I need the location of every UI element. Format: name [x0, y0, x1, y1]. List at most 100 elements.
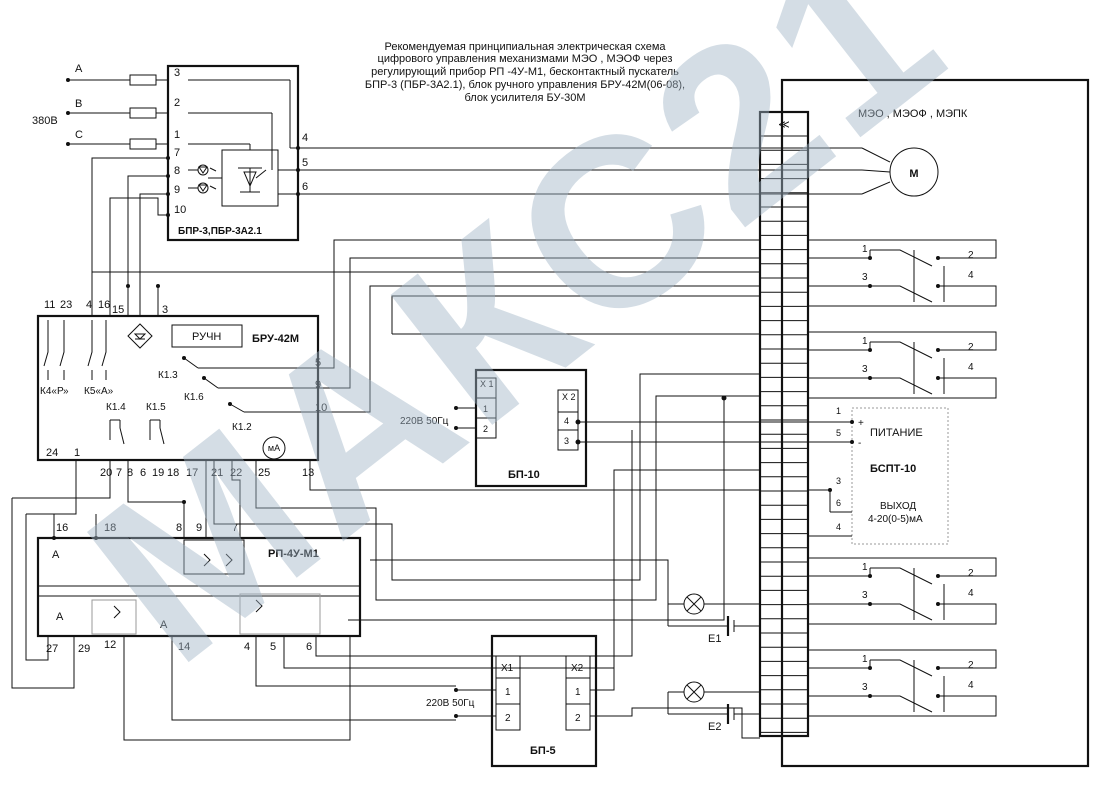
bru-pin-13: 13	[302, 467, 314, 479]
rp-channel-a-1: A	[52, 549, 60, 561]
rp-pin-7: 7	[232, 522, 238, 534]
bru-pin-right-5: 5	[315, 357, 321, 369]
bp10-x2-pin-3: 3	[564, 436, 569, 446]
actuator-name: МЭО , МЭОФ , МЭПК	[858, 108, 968, 120]
contact-k13-label: К1.3	[158, 370, 178, 381]
motor-power-lines	[298, 147, 862, 195]
title-line-2: цифрового управления механизмами МЭО , М…	[378, 53, 673, 65]
bpr-pin-10: 10	[174, 204, 186, 216]
rp-pin-27: 27	[46, 643, 58, 655]
bru-pin-18: 18	[167, 467, 179, 479]
bp5-x1-pin-1: 1	[505, 687, 511, 698]
bspt-pin-4: 4	[836, 522, 841, 532]
bru-pin-6: 6	[140, 467, 146, 479]
phase-b-label: B	[75, 98, 82, 110]
bru-pin-17: 17	[186, 467, 198, 479]
lamp-e2-icon: E2	[667, 681, 760, 733]
bru-name: БРУ-42М	[252, 333, 299, 345]
three-phase-supply: A B C 380В	[32, 63, 168, 150]
bspt-frame	[851, 407, 949, 545]
rp-wiring	[11, 373, 760, 741]
bp10-x1-pin-2: 2	[483, 424, 488, 434]
ls3-pin-1: 1	[862, 562, 868, 573]
bpr-pin-3: 3	[174, 67, 180, 79]
rp-channel-a-2: A	[56, 611, 64, 623]
rectifier-icon	[127, 323, 153, 349]
bspt-block: ПИТАНИЕ БСПТ-10 ВЫХОД 4-20(0-5)мА 1 5 3 …	[808, 406, 949, 545]
bpr-frame	[166, 64, 300, 242]
title-line-4: БПР-3 (ПБР-3А2.1), блок ручного управлен…	[365, 79, 685, 91]
bspt-name: БСПТ-10	[870, 463, 916, 475]
bspt-output-label: ВЫХОД	[880, 501, 916, 512]
bp5-x1-pin-2: 2	[505, 713, 511, 724]
bru-pin-25: 25	[258, 467, 270, 479]
contact-k15-label: К1.5	[146, 402, 166, 413]
fuse-a-icon	[129, 74, 157, 86]
bspt-minus: -	[858, 438, 861, 449]
ls4-pin-2: 2	[968, 660, 974, 671]
bspt-pin-3: 3	[836, 476, 841, 486]
bru-wiring	[91, 157, 760, 491]
rp-frame	[36, 536, 362, 638]
bpr-pin-1: 1	[174, 129, 180, 141]
limit-switch-2-icon: 1 2 3 4	[808, 331, 997, 399]
phase-a-label: A	[75, 63, 83, 75]
bru-pin-22: 22	[230, 467, 242, 479]
phase-c-label: C	[75, 129, 83, 141]
bru-pin-3: 3	[162, 304, 168, 316]
actuator-block: МЭО , МЭОФ , МЭПК M ≪ 1 2 3 4	[667, 78, 1090, 768]
bspt-power-label: ПИТАНИЕ	[870, 427, 923, 439]
ls1-pin-4: 4	[968, 270, 974, 281]
actuator-frame	[780, 78, 1090, 768]
bpr-pin-9: 9	[174, 184, 180, 196]
rp-relay-block	[183, 539, 245, 575]
ls3-pin-2: 2	[968, 568, 974, 579]
ls2-pin-4: 4	[968, 362, 974, 373]
bru-block: 11 23 4 16 15 3 РУЧН БРУ-42М К4«Р» К5«А»…	[36, 299, 327, 479]
lamp-e1-label: E1	[708, 633, 721, 645]
rp-pin-5: 5	[270, 641, 276, 653]
ls3-pin-4: 4	[968, 588, 974, 599]
bpr-pin-4: 4	[302, 132, 308, 144]
bp5-x2-pin-2: 2	[575, 713, 581, 724]
manual-mode-box	[171, 324, 243, 348]
terminal-strip	[758, 110, 810, 738]
contact-k4-label: К4«Р»	[40, 386, 69, 397]
contact-k16-label: К1.6	[184, 392, 204, 403]
rp-pin-8: 8	[176, 522, 182, 534]
bpr-pin-8: 8	[174, 165, 180, 177]
ls1-pin-2: 2	[968, 250, 974, 261]
bru-pin-15: 15	[112, 304, 124, 316]
bp5-supply: 220В 50Гц	[426, 698, 475, 709]
bp5-x2-pin-1: 1	[575, 687, 581, 698]
lamp-e1-icon: E1	[667, 593, 760, 645]
bru-pin-20: 20	[100, 467, 112, 479]
rp-block: РП-4У-М1 A A A 16 18 8 9 7 27 29 12 14 4…	[36, 522, 362, 655]
motor-label: M	[909, 168, 918, 180]
bpr-pin-6: 6	[302, 181, 308, 193]
bpr-pin-2: 2	[174, 97, 180, 109]
limit-switch-4-icon: 1 2 3 4	[808, 649, 997, 717]
bru-pin-right-9: 9	[315, 379, 321, 391]
ls4-pin-3: 3	[862, 682, 868, 693]
rp-pin-14: 14	[178, 641, 190, 653]
bp10-x1-pin-1: 1	[483, 404, 488, 414]
bpr-pin-7: 7	[174, 147, 180, 159]
bp5-frame	[490, 634, 598, 768]
bspt-pin-5: 5	[836, 428, 841, 438]
title-line-1: Рекомендуемая принципиальная электрическ…	[384, 41, 666, 53]
milliammeter-label: мА	[268, 443, 280, 453]
rp-name: РП-4У-М1	[268, 548, 319, 560]
supply-voltage-label: 380В	[32, 115, 58, 127]
rp-pin-29: 29	[78, 643, 90, 655]
bp10-supply: 220В 50Гц	[400, 416, 449, 427]
bru-pin-1: 1	[74, 447, 80, 459]
title-line-3: регулирующий прибор РП -4У-М1, бесконтак…	[371, 66, 679, 78]
bru-pin-7: 7	[116, 467, 122, 479]
ls1-pin-1: 1	[862, 244, 868, 255]
bp10-x1-label: X 1	[480, 379, 494, 389]
fuse-b-icon	[129, 107, 157, 119]
bp10-x2-pin-4: 4	[564, 416, 569, 426]
bru-pin-8: 8	[127, 467, 133, 479]
bru-pin-4: 4	[86, 299, 92, 311]
